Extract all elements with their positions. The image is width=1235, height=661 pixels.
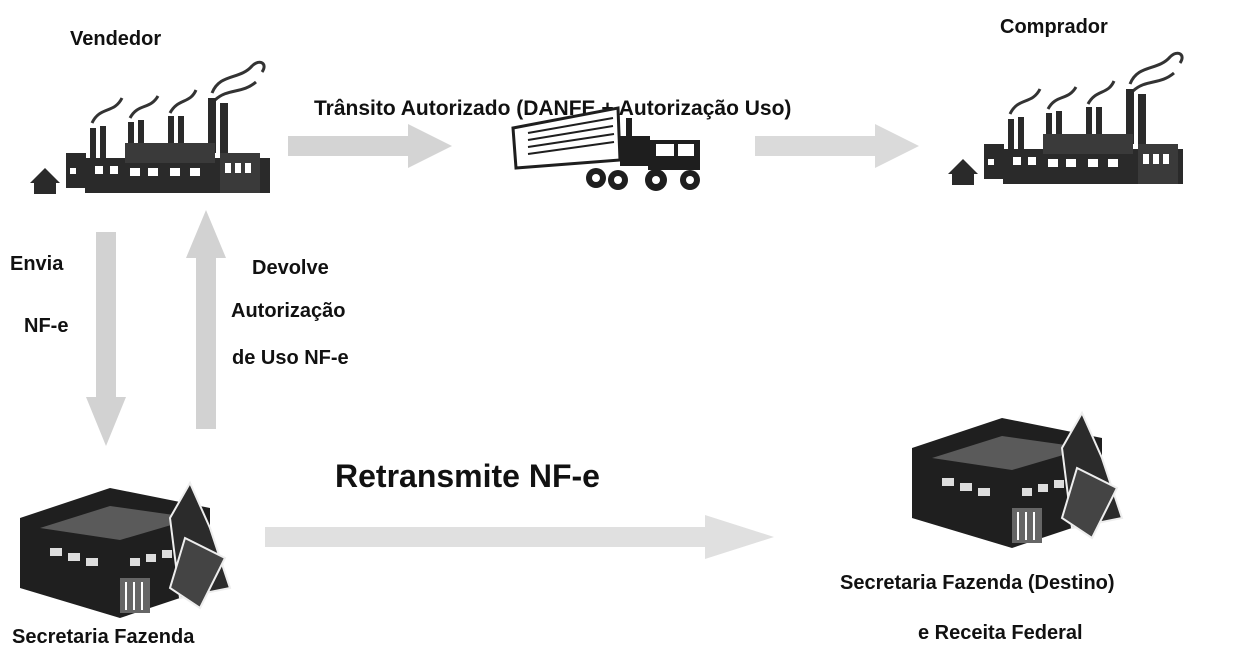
return-arrow-up (186, 210, 226, 429)
return-label-line3: de Uso NF-e (232, 347, 349, 369)
send-label-line2: NF-e (24, 315, 69, 337)
retransmit-label: Retransmite NF-e (335, 458, 600, 494)
retransmit-arrow (265, 515, 774, 559)
sefaz-origin-label: Secretaria Fazenda (12, 626, 195, 648)
buyer-label: Comprador (1000, 16, 1108, 38)
seller-label: Vendedor (70, 28, 162, 50)
return-label-line1: Devolve (252, 257, 329, 279)
transit-label: Trânsito Autorizado (DANFE + Autorização… (314, 97, 792, 120)
seller-factory-icon (30, 60, 270, 194)
sefaz-destination-label-line1: Secretaria Fazenda (Destino) (840, 572, 1115, 594)
return-label-line2: Autorização (231, 300, 346, 322)
sefaz-origin-government-building-icon (20, 480, 232, 618)
truck-icon (511, 106, 700, 191)
transit-arrow-right (755, 124, 919, 168)
sefaz-destination-government-building-icon (912, 410, 1124, 548)
send-label-line1: Envia (10, 253, 64, 275)
sefaz-destination-label-line2: e Receita Federal (918, 622, 1083, 644)
transit-arrow-left (288, 124, 452, 168)
buyer-factory-icon (948, 51, 1184, 185)
send-arrow-down (86, 232, 126, 446)
